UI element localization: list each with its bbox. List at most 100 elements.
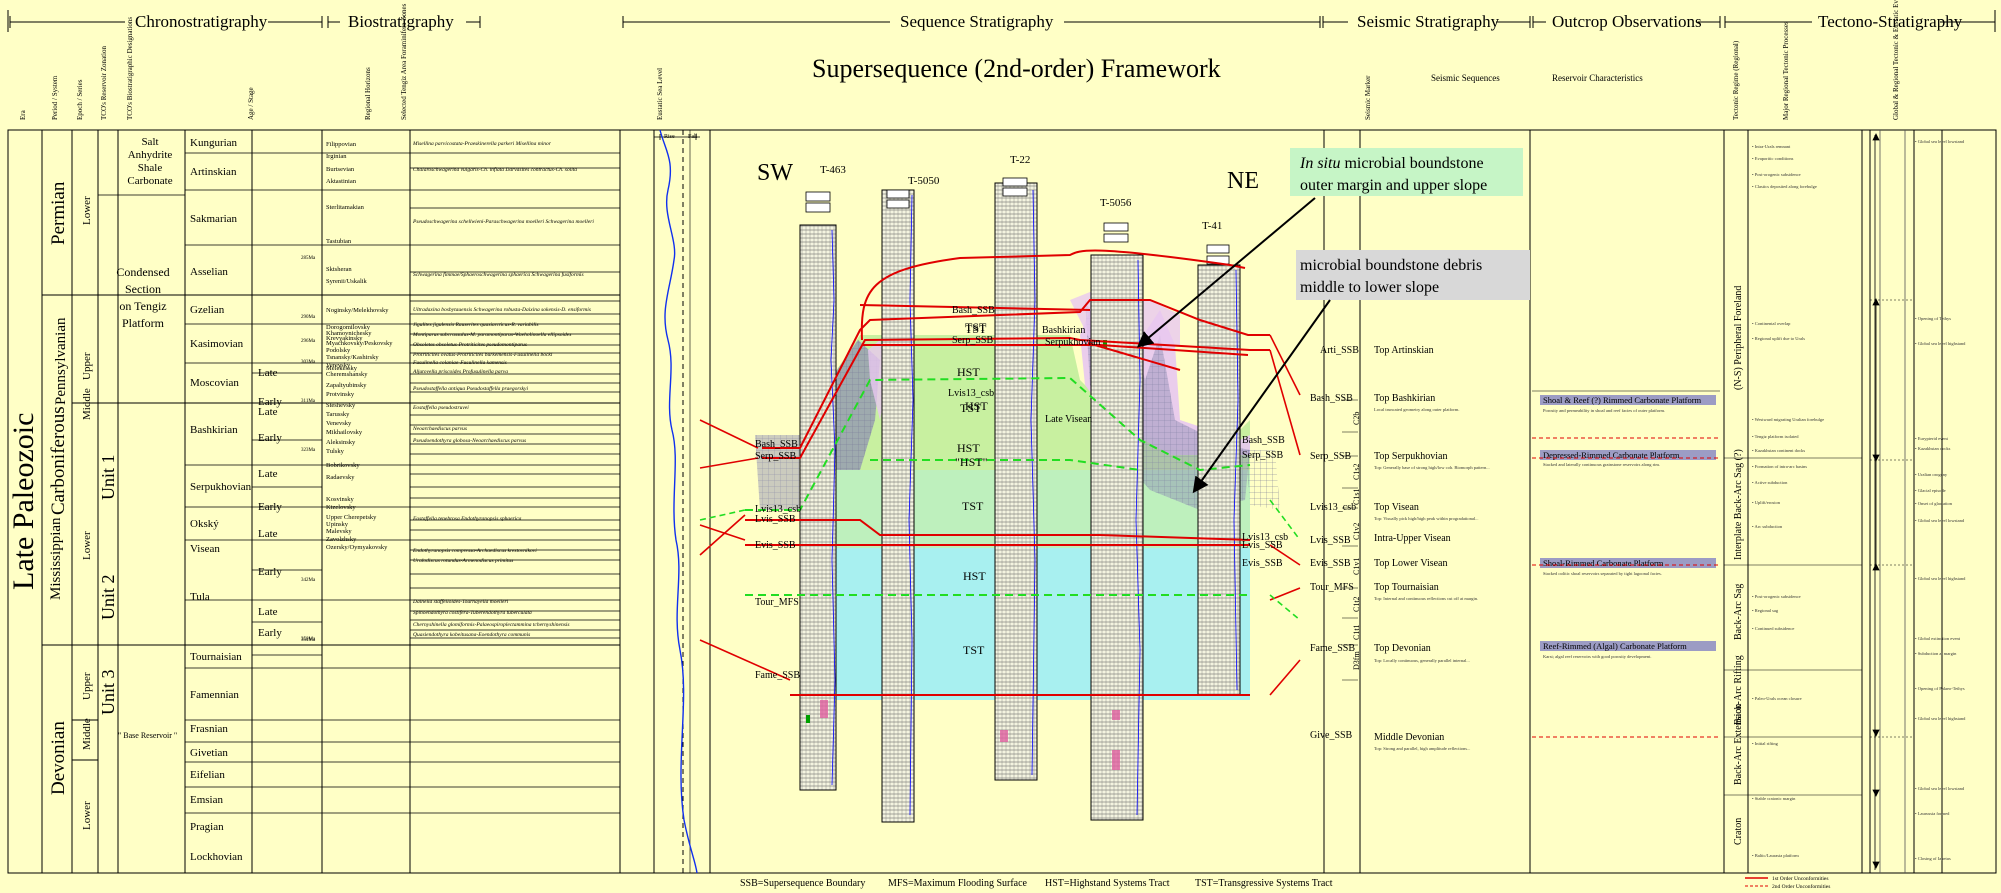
zone-label: Spinoendothyra costifera-Tuberendothyra … (413, 609, 532, 616)
svg-text:Serpukhovian: Serpukhovian (190, 481, 252, 493)
cross-section (699, 177, 1301, 823)
svg-text:C1s2: C1s2 (1352, 464, 1361, 480)
svg-text:Top Artinskian: Top Artinskian (1374, 345, 1434, 356)
svg-text:Back-Arc Rifting: Back-Arc Rifting (1733, 655, 1744, 725)
svg-text:Gzelian: Gzelian (190, 304, 225, 316)
legend-line-key: 1st Order Unconformities 2nd Order Uncon… (1745, 875, 1830, 890)
svg-text:Late: Late (258, 528, 278, 540)
horizon-label: Vereysky (326, 362, 351, 369)
callout-insitu: In situ microbial boundstone outer margi… (1136, 148, 1523, 348)
svg-text:Early: Early (258, 566, 282, 578)
svg-text:T-41: T-41 (1202, 220, 1222, 232)
lvis13-csb-line (745, 376, 1251, 511)
svg-text:Shoal-Rimmed Carbonate Platfor: Shoal-Rimmed Carbonate Platform (1543, 558, 1664, 568)
seismic-notes: Local truncated geometry along outer pla… (1374, 407, 1490, 752)
horizon-label: Mikhailovsky (326, 429, 363, 436)
svg-text:Serp_SSB: Serp_SSB (952, 335, 993, 346)
svg-text:Tour_MFS: Tour_MFS (1310, 582, 1354, 593)
zone-labels: Misellina parvicostata-Praeskinerella pa… (412, 141, 594, 638)
zone-label: Pseudoschwagerina schellwieni-Paraschwag… (412, 219, 594, 225)
col-head-system: Period / System (51, 75, 59, 120)
svg-text:Early: Early (258, 396, 282, 408)
horizon-label: Burtsevian (326, 166, 355, 173)
svg-text:Rise: Rise (664, 134, 675, 140)
seismic-marker-labels: Bash_SSB Serp_SSB Lvis13_csb Lvis_SSB Ev… (1310, 393, 1356, 569)
svg-text:• Westward migrating Uralian f: • Westward migrating Uralian forebulge (1752, 417, 1824, 422)
svg-text:(N-S) Peripheral Foreland: (N-S) Peripheral Foreland (1733, 286, 1744, 390)
age-label: 323Ma (301, 448, 316, 453)
svg-text:• Regional uplift due to Urals: • Regional uplift due to Urals (1752, 336, 1805, 341)
svg-text:Lvis_SSB: Lvis_SSB (755, 514, 796, 525)
svg-text:Bash_SSB: Bash_SSB (1242, 435, 1285, 446)
svg-text:Evis_SSB: Evis_SSB (755, 540, 796, 551)
svg-text:Lower: Lower (81, 531, 93, 560)
sw-label: SW (757, 160, 793, 186)
svg-text:• Subduction at margin: • Subduction at margin (1915, 651, 1957, 656)
stage-labels: Kungurian Artinskian Sakmarian Asselian … (190, 137, 252, 863)
age-label: 290Ma (301, 315, 316, 320)
svg-text:microbial boundstone debris: microbial boundstone debris (1300, 257, 1482, 274)
svg-text:Famennian: Famennian (190, 689, 239, 701)
horizon-label: Kizelovsky (326, 504, 356, 511)
svg-text:C1s1: C1s1 (1352, 489, 1361, 505)
svg-text:Lower: Lower (81, 196, 93, 225)
svg-text:Bashkirian: Bashkirian (1042, 325, 1085, 336)
horizon-label: Sktsheran (326, 266, 352, 273)
svg-text:HST: HST (963, 569, 986, 583)
svg-text:Bash_SSB: Bash_SSB (1310, 393, 1353, 404)
svg-text:Top Lower Visean: Top Lower Visean (1374, 558, 1448, 569)
surface-lines (745, 249, 1270, 696)
svg-text:Lvis13_csb: Lvis13_csb (1310, 502, 1356, 513)
tract-labels: TST HST TST HST "HST" TST HST TST TST HS… (955, 320, 988, 657)
svg-text:Reef-Rimmed (Algal) Carbonate: Reef-Rimmed (Algal) Carbonate Platform (1543, 641, 1687, 651)
section-outcrop-observations: Outcrop Observations (1552, 12, 1702, 31)
svg-text:• Uplift/erosion: • Uplift/erosion (1752, 500, 1781, 505)
zone-label: Aljutovella priscoides Profusulinella pa… (412, 368, 508, 375)
reservoir-boxes: Shoal & Reef (?) Rimmed Carbonate Platfo… (1532, 390, 1720, 738)
svg-text:• Closing of Iapetus: • Closing of Iapetus (1915, 856, 1951, 861)
horizon-label: Cheremshansky (326, 371, 368, 378)
svg-text:Bash_SSB: Bash_SSB (755, 439, 798, 450)
section-seismic-stratigraphy: Seismic Stratigraphy (1357, 12, 1500, 31)
svg-text:Late Visean: Late Visean (1045, 414, 1092, 425)
tst-hst-top: TST (965, 320, 987, 334)
svg-text:• Arc subduction: • Arc subduction (1752, 524, 1783, 529)
zone-label: Schwagerina fimmae/Sphaeroschwagerina sp… (413, 271, 584, 278)
svg-text:• Continued subsidence: • Continued subsidence (1752, 626, 1794, 631)
col-head-reservoir: TCO's Reservoir Zonation (100, 46, 108, 120)
reservoir-notes: Porosity and permeability in shoal and r… (1543, 408, 1665, 659)
seismic-sequence-labels: Top Artinskian Top Bashkirian Top Serpuk… (1374, 345, 1451, 743)
horizon-label: Filippovian (326, 141, 357, 148)
subsystem-mississippian: Mississippian (48, 517, 64, 600)
horizon-label: Ozersky/Oymyakovsky (326, 544, 388, 551)
horizon-label: Sterlitamakian (326, 204, 365, 211)
svg-text:Depressed-Rimmed Carbonate Pla: Depressed-Rimmed Carbonate Platform (1543, 450, 1680, 460)
lvis-ssb-line (745, 519, 1251, 541)
col-head-seis-seq: Seismic Sequences (1431, 73, 1500, 83)
svg-text:Shoal & Reef (?) Rimmed Carbon: Shoal & Reef (?) Rimmed Carbonate Platfo… (1543, 395, 1702, 405)
svg-text:Upper: Upper (81, 672, 93, 700)
condensed-labels: Condensed Section on Tengiz Platform (116, 265, 169, 330)
svg-text:D3fm: D3fm (1352, 651, 1361, 670)
svg-text:• Onset of glaciation: • Onset of glaciation (1915, 501, 1953, 506)
svg-text:C2b: C2b (1352, 412, 1361, 425)
zone-label: Chalaroschwagerina vulgaris-Ch. inflata … (413, 166, 577, 173)
svg-text:Back-Arc Sag: Back-Arc Sag (1733, 584, 1744, 640)
svg-text:middle to lower slope: middle to lower slope (1300, 279, 1439, 296)
svg-text:• Post-orogenic subsidence: • Post-orogenic subsidence (1752, 172, 1801, 177)
horizon-label: Tsnansky/Kashirsky (326, 354, 379, 361)
center-labels: Bash_SSB Serp_SSB Serpukhovian Bashkiria… (948, 305, 1101, 425)
svg-text:• Glacial episode: • Glacial episode (1915, 488, 1946, 493)
svg-text:Stacked oolitic shoal reservoi: Stacked oolitic shoal reservoirs separat… (1543, 571, 1662, 576)
svg-text:Unit 2: Unit 2 (98, 574, 118, 620)
svg-text:Carbonate: Carbonate (127, 175, 172, 187)
horizon-label: Podolsky (326, 347, 351, 354)
col-head-tect-events: Global & Regional Tectonic & Eustatic Ev… (1892, 0, 1900, 120)
svg-text:• Paleo-Urals ocean closure: • Paleo-Urals ocean closure (1752, 696, 1802, 701)
svg-text:1st Order Unconformities: 1st Order Unconformities (1772, 875, 1829, 882)
zone-label: Chernyshinella glomiformis-Palaeospiropl… (413, 621, 570, 628)
salt-labels: Salt Anhydrite Shale Carbonate (127, 136, 172, 187)
seismic-code-ticks (1342, 399, 1358, 681)
svg-text:C1t1: C1t1 (1352, 624, 1361, 640)
svg-text:• Tengiz platform isolated: • Tengiz platform isolated (1752, 434, 1799, 439)
